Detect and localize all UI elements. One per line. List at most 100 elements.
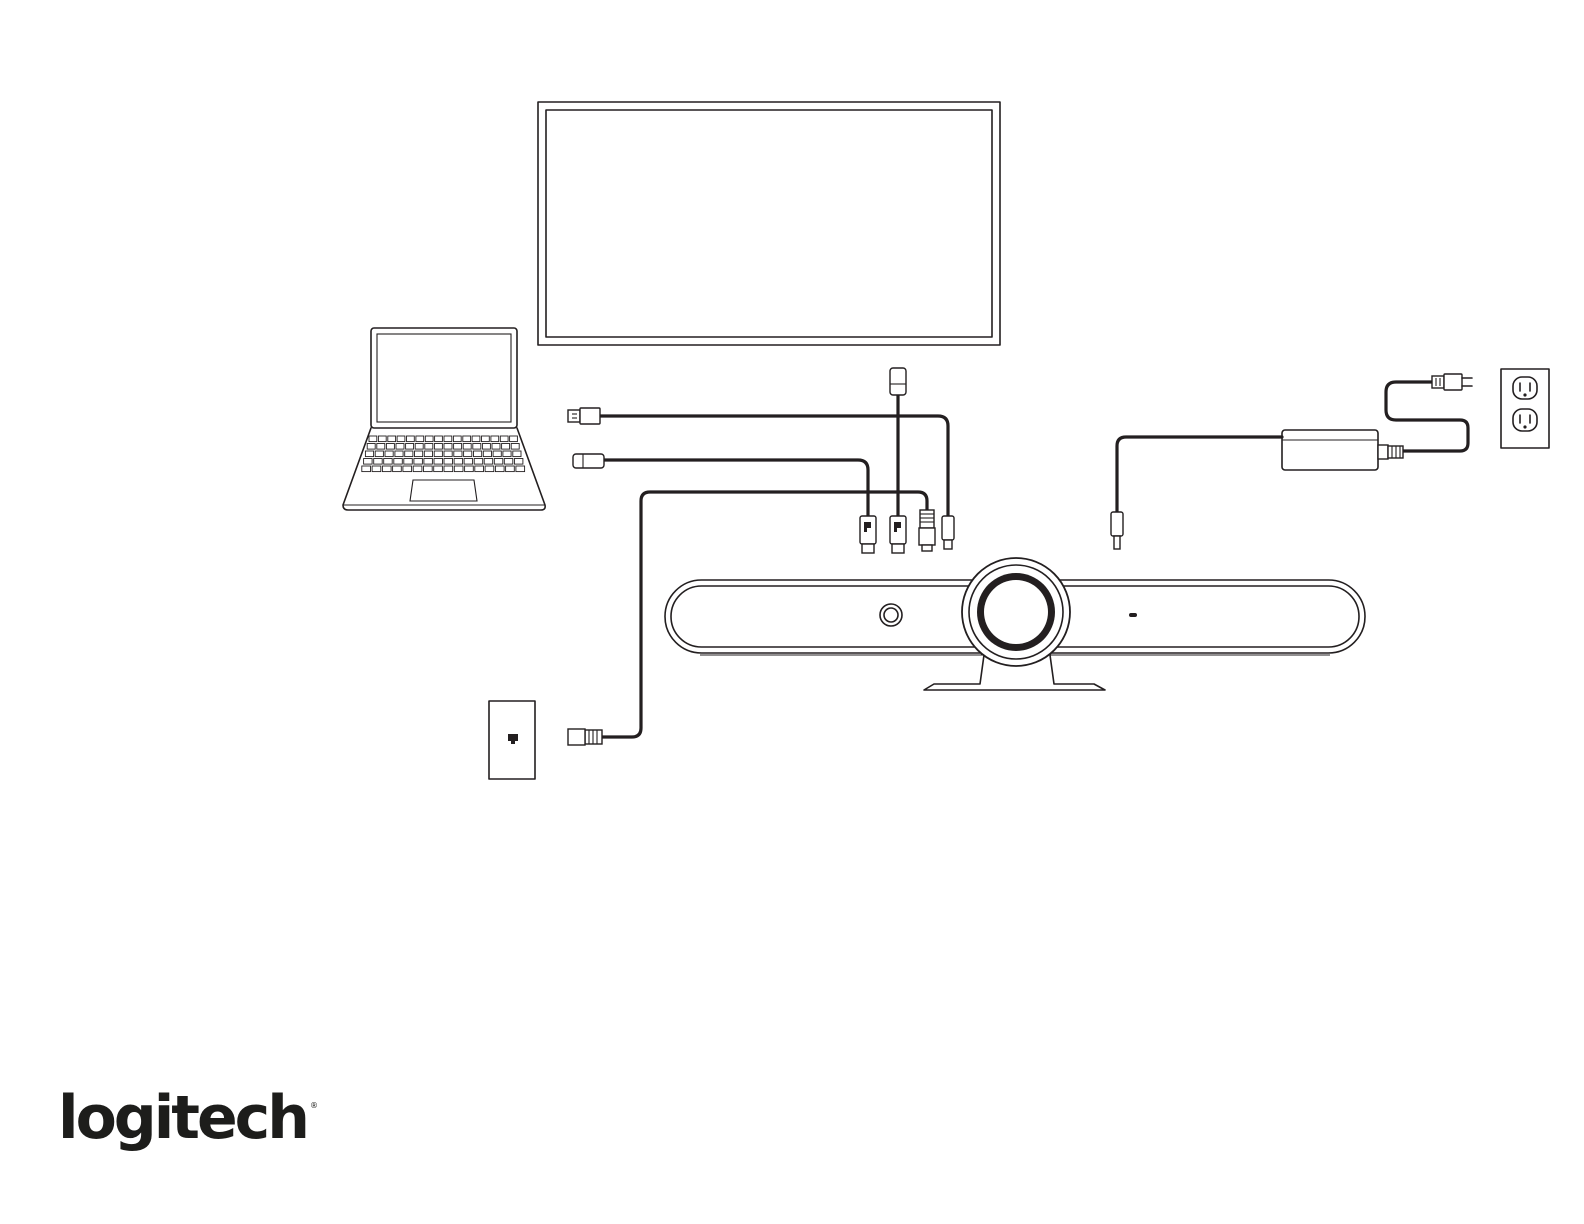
keyboard-key: [415, 444, 423, 450]
keyboard-key: [502, 444, 510, 450]
keyboard-key: [472, 436, 480, 442]
keyboard-key: [435, 436, 443, 442]
usb-a-connector-laptop-end: [568, 408, 600, 424]
keyboard-key: [474, 451, 482, 457]
keyboard-key: [374, 459, 383, 465]
keyboard-key: [394, 459, 403, 465]
keyboard-key: [414, 459, 423, 465]
keyboard-key: [464, 451, 472, 457]
keyboard-key: [424, 466, 433, 472]
keyboard-key: [425, 444, 433, 450]
keyboard-key: [454, 459, 463, 465]
keyboard-key: [503, 451, 511, 457]
keyboard-key: [434, 466, 443, 472]
hdmi-connector-bar-end-1: [860, 516, 876, 553]
display-monitor: [538, 102, 1000, 345]
keyboard-key: [385, 451, 393, 457]
keyboard-key: [492, 444, 500, 450]
keyboard-key: [484, 459, 493, 465]
keyboard-key: [377, 444, 385, 450]
keyboard-key: [513, 451, 521, 457]
keyboard-key: [482, 444, 490, 450]
laptop-touchpad: [410, 480, 477, 501]
keyboard-key: [504, 459, 513, 465]
ethernet-connector-bar-end: [919, 510, 935, 551]
keyboard-key: [475, 466, 484, 472]
keyboard-key: [506, 466, 515, 472]
keyboard-key: [415, 451, 423, 457]
keyboard-key: [404, 459, 413, 465]
keyboard-key: [372, 466, 381, 472]
keyboard-key: [494, 459, 503, 465]
keyboard-key: [454, 451, 462, 457]
keyboard-key: [403, 466, 412, 472]
keyboard-key: [424, 459, 433, 465]
logo-wordmark: logitech: [58, 1083, 307, 1153]
keyboard-key: [396, 444, 404, 450]
keyboard-key: [463, 444, 471, 450]
usb-c-cable: [573, 454, 876, 553]
keyboard-key: [369, 436, 377, 442]
keyboard-key: [454, 444, 462, 450]
video-bar-camera: [665, 558, 1365, 690]
keyboard-key: [434, 451, 442, 457]
keyboard-key: [413, 466, 422, 472]
keyboard-key: [485, 466, 494, 472]
keyboard-key: [510, 436, 518, 442]
hdmi-connector-bar-end-2: [890, 516, 906, 553]
keyboard-key: [444, 466, 453, 472]
power-adapter: [1282, 430, 1403, 470]
keyboard-key: [514, 459, 523, 465]
usb-a-connector-bar-end: [942, 516, 954, 549]
keyboard-key: [444, 451, 452, 457]
hdmi-connector-display-end: [890, 368, 906, 395]
keyboard-key: [444, 444, 452, 450]
power-connector-bar-end: [1111, 512, 1123, 549]
wall-power-outlet: [1501, 369, 1549, 448]
keyboard-key: [378, 436, 386, 442]
usb-c-connector-laptop-end: [573, 454, 604, 468]
logitech-logo: logitech®: [58, 1088, 318, 1148]
keyboard-key: [434, 444, 442, 450]
keyboard-key: [463, 436, 471, 442]
keyboard-key: [495, 466, 504, 472]
keyboard-key: [367, 444, 375, 450]
keyboard-key: [465, 466, 474, 472]
keyboard-key: [482, 436, 490, 442]
keyboard-key: [483, 451, 491, 457]
keyboard-key: [364, 459, 373, 465]
keyboard-key: [382, 466, 391, 472]
hdmi-cable: [890, 368, 906, 553]
keyboard-key: [384, 459, 393, 465]
keyboard-key: [453, 436, 461, 442]
network-wall-jack: [489, 701, 535, 779]
keyboard-key: [464, 459, 473, 465]
keyboard-key: [375, 451, 383, 457]
keyboard-key: [406, 444, 414, 450]
keyboard-key: [473, 444, 481, 450]
keyboard-key: [474, 459, 483, 465]
ac-plug: [1432, 374, 1472, 390]
keyboard-key: [434, 459, 443, 465]
registered-mark: ®: [310, 1101, 318, 1110]
keyboard-key: [500, 436, 508, 442]
keyboard-key: [416, 436, 424, 442]
keyboard-key: [405, 451, 413, 457]
ethernet-connector-wall-end: [568, 729, 602, 745]
power-cable: [1111, 374, 1472, 549]
keyboard-key: [395, 451, 403, 457]
laptop: [343, 328, 545, 510]
laptop-keyboard: [362, 436, 525, 472]
keyboard-key: [454, 466, 463, 472]
keyboard-key: [386, 444, 394, 450]
keyboard-key: [397, 436, 405, 442]
keyboard-key: [388, 436, 396, 442]
keyboard-key: [491, 436, 499, 442]
keyboard-key: [407, 436, 415, 442]
keyboard-key: [425, 436, 433, 442]
keyboard-key: [444, 436, 452, 442]
keyboard-key: [365, 451, 373, 457]
keyboard-key: [493, 451, 501, 457]
status-led: [1129, 613, 1137, 617]
